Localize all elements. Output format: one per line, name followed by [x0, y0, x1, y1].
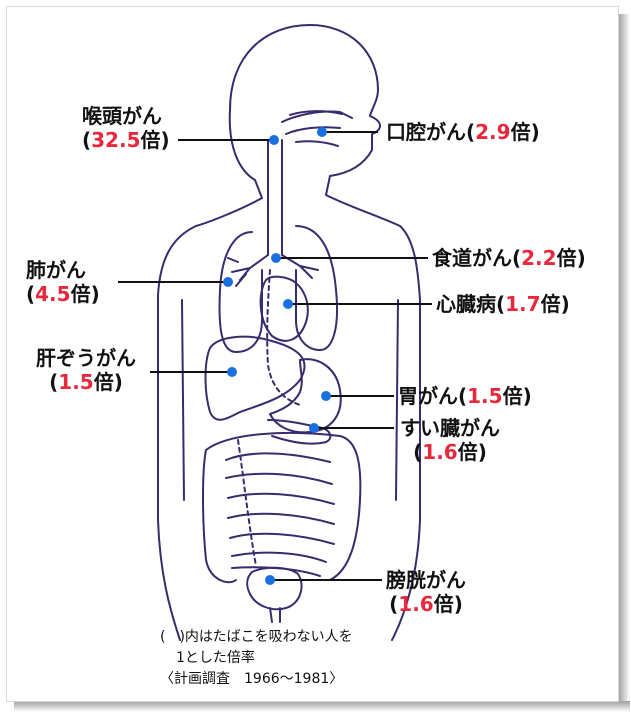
label-bladder: 膀胱がん (1.6倍) [386, 568, 466, 616]
marker-heart [283, 299, 293, 309]
oral-unit: 倍) [511, 120, 540, 144]
liver-unit: 倍) [94, 370, 123, 394]
marker-bladder [265, 575, 275, 585]
lung-left [220, 232, 262, 352]
footnote-line1: ( )内はたばこを吸わない人を [160, 627, 353, 648]
lung-name: 肺がん [26, 258, 100, 282]
pancreas-open: ( [413, 440, 422, 464]
pancreas-value: 1.6 [422, 440, 457, 464]
pancreas-name: すい臓がん [400, 416, 500, 440]
bladder-unit: 倍) [434, 592, 463, 616]
label-liver: 肝ぞうがん (1.5倍) [36, 346, 136, 394]
marker-esophagus [271, 253, 281, 263]
marker-stomach [321, 391, 331, 401]
bladder-name: 膀胱がん [386, 568, 466, 592]
stomach-unit: 倍) [503, 384, 532, 408]
marker-larynx [269, 135, 279, 145]
larynx-unit: 倍) [141, 128, 170, 152]
esophagus-unit: 倍) [557, 246, 586, 270]
stomach-name: 胃がん( [398, 384, 467, 408]
label-esophagus: 食道がん(2.2倍) [432, 246, 586, 270]
liver-organ [206, 337, 305, 420]
lung-value: 4.5 [35, 282, 70, 306]
larynx-open: ( [82, 128, 91, 152]
footnote-line2: 1とした倍率 [160, 648, 353, 669]
heart-organ [261, 277, 308, 341]
liver-name: 肝ぞうがん [36, 346, 136, 370]
larynx-name: 喉頭がん [82, 104, 170, 128]
label-larynx: 喉頭がん (32.5倍) [82, 104, 170, 152]
lung-open: ( [26, 282, 35, 306]
marker-pancreas [309, 423, 319, 433]
label-pancreas: すい臓がん (1.6倍) [400, 416, 500, 464]
footnote-line3: 〈計画調査 1966〜1981〉 [160, 669, 353, 690]
body-outline [230, 25, 420, 640]
airway [268, 112, 352, 255]
liver-value: 1.5 [58, 370, 93, 394]
arm-left [182, 300, 184, 500]
liver-open: ( [49, 370, 58, 394]
lung-unit: 倍) [71, 282, 100, 306]
marker-oral [317, 127, 327, 137]
large-intestine [203, 433, 360, 582]
bladder-organ [247, 568, 301, 610]
pancreas-unit: 倍) [458, 440, 487, 464]
stomach-value: 1.5 [467, 384, 502, 408]
oral-name: 口腔がん( [386, 120, 475, 144]
label-stomach: 胃がん(1.5倍) [398, 384, 532, 408]
marker-liver [227, 367, 237, 377]
heart-value: 1.7 [505, 292, 540, 316]
larynx-value: 32.5 [91, 128, 140, 152]
bladder-open: ( [389, 592, 398, 616]
footnote: ( )内はたばこを吸わない人を 1とした倍率 〈計画調査 1966〜1981〉 [160, 627, 353, 690]
intestine-dashed [238, 440, 256, 566]
oral-value: 2.9 [475, 120, 510, 144]
label-lung: 肺がん (4.5倍) [26, 258, 100, 306]
heart-unit: 倍) [541, 292, 570, 316]
heart-name: 心臓病( [436, 292, 505, 316]
label-oral: 口腔がん(2.9倍) [386, 120, 540, 144]
esophagus-value: 2.2 [521, 246, 556, 270]
label-heart: 心臓病(1.7倍) [436, 292, 570, 316]
bladder-value: 1.6 [398, 592, 433, 616]
esophagus-name: 食道がん( [432, 246, 521, 270]
marker-lung [223, 277, 233, 287]
